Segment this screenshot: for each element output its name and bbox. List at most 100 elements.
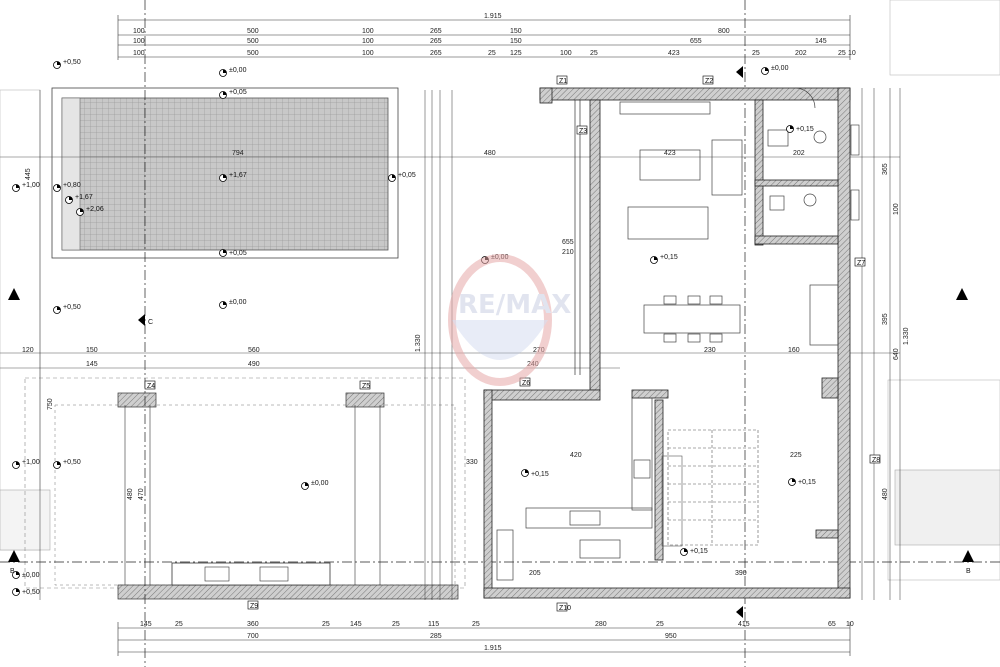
svg-text:202: 202: [793, 150, 805, 157]
svg-text:500: 500: [247, 38, 259, 45]
dim-top-row3: 100 500 100 265 150 655 145: [133, 38, 827, 45]
svg-text:+0,05: +0,05: [229, 250, 247, 257]
svg-text:265: 265: [430, 28, 442, 35]
level-marker: +1,00: [12, 182, 40, 192]
svg-text:Z2: Z2: [705, 78, 713, 85]
svg-text:25: 25: [322, 621, 330, 628]
svg-text:100: 100: [560, 50, 572, 57]
svg-text:±0,00: ±0,00: [22, 572, 40, 579]
svg-text:125: 125: [510, 50, 522, 57]
svg-text:800: 800: [718, 28, 730, 35]
top-dimension-lines: [117, 15, 851, 60]
section-marker-a: [8, 288, 968, 300]
svg-text:+0,50: +0,50: [63, 304, 81, 311]
svg-text:+1,67: +1,67: [229, 172, 247, 179]
svg-text:655: 655: [562, 239, 574, 246]
dim-right-3: 1.330: [903, 327, 910, 345]
sink-icon: [259, 566, 289, 582]
svg-text:423: 423: [664, 150, 676, 157]
svg-text:+0,50: +0,50: [63, 459, 81, 466]
svg-text:160: 160: [788, 347, 800, 354]
adjacent-outline-left: [0, 89, 41, 551]
svg-text:Z1: Z1: [559, 78, 567, 85]
svg-text:+0,05: +0,05: [398, 172, 416, 179]
svg-text:100: 100: [133, 28, 145, 35]
column-1: [117, 392, 157, 408]
living-furniture: [619, 101, 839, 346]
svg-text:+0,50: +0,50: [22, 589, 40, 596]
svg-text:+2,06: +2,06: [86, 206, 104, 213]
window-bath-1: [850, 124, 860, 156]
level-marker: +0,15: [521, 469, 549, 478]
level-marker: ±0,00: [12, 571, 40, 579]
svg-text:202: 202: [795, 50, 807, 57]
dim-left-3: 750: [47, 398, 54, 410]
svg-text:B: B: [966, 568, 971, 575]
svg-text:25: 25: [175, 621, 183, 628]
bottom-dimension-lines: [117, 622, 851, 656]
svg-text:B: B: [10, 568, 15, 575]
level-marker: ±0,00: [219, 299, 247, 309]
dim-left-4: 470: [138, 488, 145, 500]
level-marker: +0,50: [53, 59, 81, 69]
svg-text:±0,00: ±0,00: [229, 67, 247, 74]
svg-text:+0,15: +0,15: [796, 126, 814, 133]
dim-top-row4: 100 500 100 265 25 125 100 25 423 25 202…: [133, 50, 856, 57]
svg-text:+0,15: +0,15: [531, 471, 549, 478]
adjacent-shaded: [894, 469, 1000, 546]
svg-text:+0,80: +0,80: [63, 182, 81, 189]
svg-text:794: 794: [232, 150, 244, 157]
svg-text:+1,67: +1,67: [75, 194, 93, 201]
section-marker-b-right: B: [962, 550, 974, 575]
svg-text:100: 100: [362, 50, 374, 57]
svg-text:25: 25: [472, 621, 480, 628]
svg-text:390: 390: [735, 570, 747, 577]
svg-text:700: 700: [247, 633, 259, 640]
level-marker: +0,15: [680, 548, 708, 556]
svg-text:120: 120: [22, 347, 34, 354]
summer-kitchen-wall: [117, 584, 459, 600]
svg-text:420: 420: [570, 452, 582, 459]
svg-text:100: 100: [362, 28, 374, 35]
adjacent-outline-right: [887, 379, 1000, 581]
level-marker: ±0,00: [301, 480, 329, 490]
svg-text:Z6: Z6: [522, 380, 530, 387]
pergola-outline: [54, 404, 456, 586]
svg-text:25: 25: [392, 621, 400, 628]
dim-bottom-row2: 700 285 950: [247, 633, 677, 640]
level-marker: +0,50: [53, 304, 81, 314]
column-2: [345, 392, 385, 408]
svg-text:145: 145: [86, 361, 98, 368]
level-marker: +0,15: [786, 125, 814, 133]
svg-text:+0,50: +0,50: [63, 59, 81, 66]
level-marker: +0,50: [12, 588, 40, 596]
dim-right-4: 640: [893, 348, 900, 360]
dim-top-row2: 100 500 100 265 150 800: [133, 28, 730, 35]
adjacent-outline-top-right: [889, 0, 1000, 76]
pool: [61, 97, 389, 251]
svg-text:10: 10: [848, 50, 856, 57]
svg-text:230: 230: [704, 347, 716, 354]
svg-text:150: 150: [86, 347, 98, 354]
svg-text:25: 25: [752, 50, 760, 57]
kitchen-fixtures: [496, 397, 653, 581]
svg-text:145: 145: [140, 621, 152, 628]
covered-terrace-outline: [24, 377, 466, 589]
level-marker: +1,67: [219, 172, 247, 182]
level-marker: ±0,00: [219, 67, 247, 77]
level-marker: +2,06: [76, 206, 104, 216]
svg-text:100: 100: [133, 50, 145, 57]
svg-text:RE/MAX: RE/MAX: [458, 290, 571, 320]
svg-text:25: 25: [488, 50, 496, 57]
svg-text:Z7: Z7: [857, 260, 865, 267]
svg-text:415: 415: [738, 621, 750, 628]
dim-left-5: 480: [127, 488, 134, 500]
house-walls: [483, 87, 851, 599]
level-marker: +1,67: [65, 194, 93, 204]
svg-text:25: 25: [590, 50, 598, 57]
svg-text:423: 423: [668, 50, 680, 57]
svg-text:225: 225: [790, 452, 802, 459]
level-marker: +1,00: [12, 459, 40, 469]
svg-text:+0,05: +0,05: [229, 89, 247, 96]
svg-text:Z3: Z3: [579, 128, 587, 135]
